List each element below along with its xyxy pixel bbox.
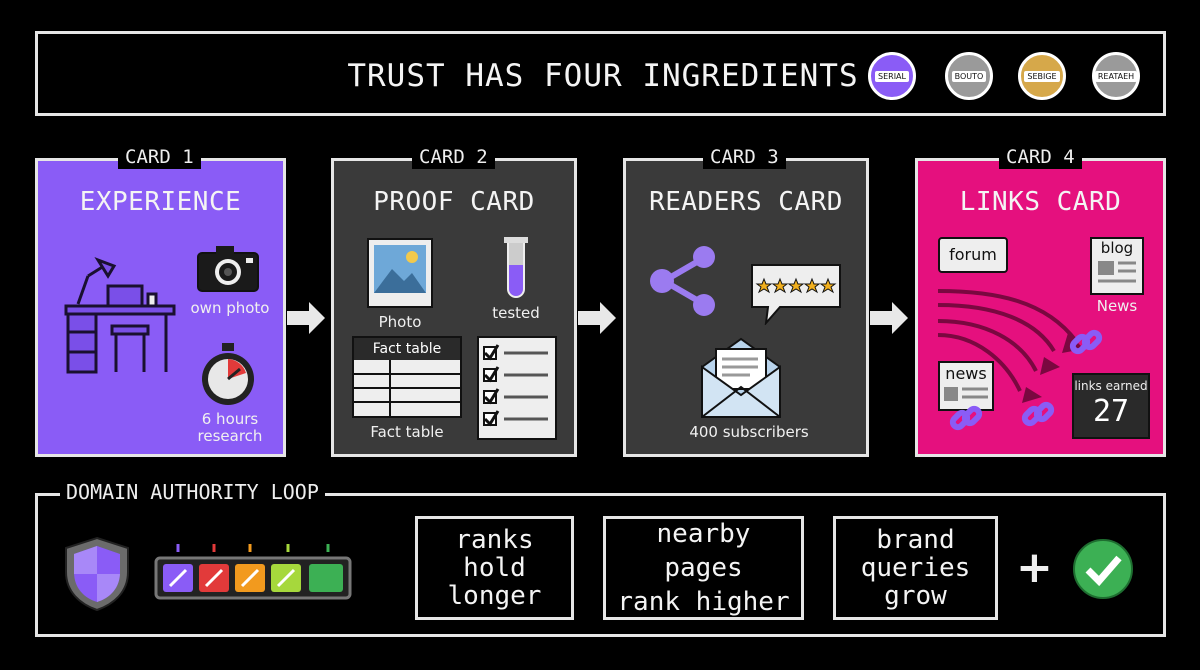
loop-box-nearby-pages: nearby pages rank higher [603, 516, 804, 620]
links-earned-label: links earned [1074, 379, 1148, 393]
stopwatch-icon [202, 343, 254, 405]
envelope-icon [701, 337, 781, 418]
badge-label: SEBIGE [1024, 70, 1060, 82]
badge-label: REATAEH [1094, 70, 1138, 82]
share-icon [650, 246, 715, 316]
badge-label: BOUTO [951, 70, 987, 82]
arrow-right-icon [578, 302, 616, 334]
camera-icon [197, 246, 259, 292]
card-readers: READERS CARD 400 subscribers [623, 158, 869, 457]
news-icon: news [938, 361, 994, 411]
card-proof: PROOF CARD Photo tested Fact table Fact … [331, 158, 577, 457]
check-badge-icon [1073, 539, 1133, 599]
badge-gold: SEBIGE [1018, 52, 1066, 100]
fact-table-header: Fact table [354, 338, 460, 360]
caption-subscribers: 400 subscribers [689, 423, 809, 441]
card-title: READERS CARD [649, 187, 843, 217]
chain-link-icon [949, 405, 983, 431]
fact-table: Fact table [352, 336, 462, 418]
caption-photo: Photo [378, 313, 422, 331]
caption-own-photo: own photo [190, 299, 270, 317]
chain-link-icon [1021, 401, 1055, 427]
card-label: CARD 3 [703, 145, 786, 169]
card-label: CARD 2 [412, 145, 495, 169]
link-flow-arrows [937, 289, 1084, 403]
card-label: CARD 1 [118, 145, 201, 169]
plus-sign: + [1016, 542, 1053, 593]
badge-silver: REATAEH [1092, 52, 1140, 100]
page-title: TRUST HAS FOUR INGREDIENTS [347, 58, 859, 94]
table-grid-icon [354, 360, 460, 416]
loop-box-brand-queries: brand queries grow [833, 516, 998, 620]
chain-link-icon [1069, 329, 1103, 355]
loop-title: DOMAIN AUTHORITY LOOP [60, 480, 325, 504]
card-title: PROOF CARD [373, 187, 535, 217]
caption-fact-table: Fact table [370, 423, 444, 441]
blog-icon: blog [1090, 237, 1144, 295]
links-earned-value: 27 [1092, 394, 1130, 429]
news-label: news [945, 364, 987, 383]
forum-label: forum [949, 245, 997, 264]
badge-purple: SERIAL [868, 52, 916, 100]
caption-research: 6 hours research [197, 410, 263, 445]
domain-authority-loop-panel: DOMAIN AUTHORITY LOOP ranks hold longer … [35, 480, 1166, 637]
test-tube-icon [504, 237, 528, 298]
badge-grey: BOUTO [945, 52, 993, 100]
arrow-right-icon [287, 302, 325, 334]
loop-box-ranks-hold: ranks hold longer [415, 516, 574, 620]
checklist-icon [477, 336, 557, 440]
shield-icon [65, 536, 129, 612]
blog-label: blog [1100, 239, 1134, 257]
desk-icon [64, 257, 176, 374]
links-earned-counter: links earned 27 [1072, 373, 1150, 439]
card-title: LINKS CARD [959, 187, 1122, 217]
header-panel: TRUST HAS FOUR INGREDIENTS SERIAL BOUTO … [35, 31, 1166, 116]
forum-bubble: forum [938, 237, 1008, 273]
colored-pencils-icon [154, 544, 352, 600]
card-title: EXPERIENCE [79, 187, 242, 217]
caption-news: News [1096, 297, 1138, 315]
card-links: LINKS CARD forum blog News news links ea… [915, 158, 1166, 457]
photo-icon [367, 238, 433, 308]
caption-tested: tested [492, 304, 540, 322]
review-bubble-icon [751, 264, 841, 325]
card-experience: EXPERIENCE own photo 6 hours research [35, 158, 286, 457]
arrow-right-icon [870, 302, 908, 334]
badge-label: SERIAL [875, 70, 909, 82]
card-label: CARD 4 [999, 145, 1082, 169]
